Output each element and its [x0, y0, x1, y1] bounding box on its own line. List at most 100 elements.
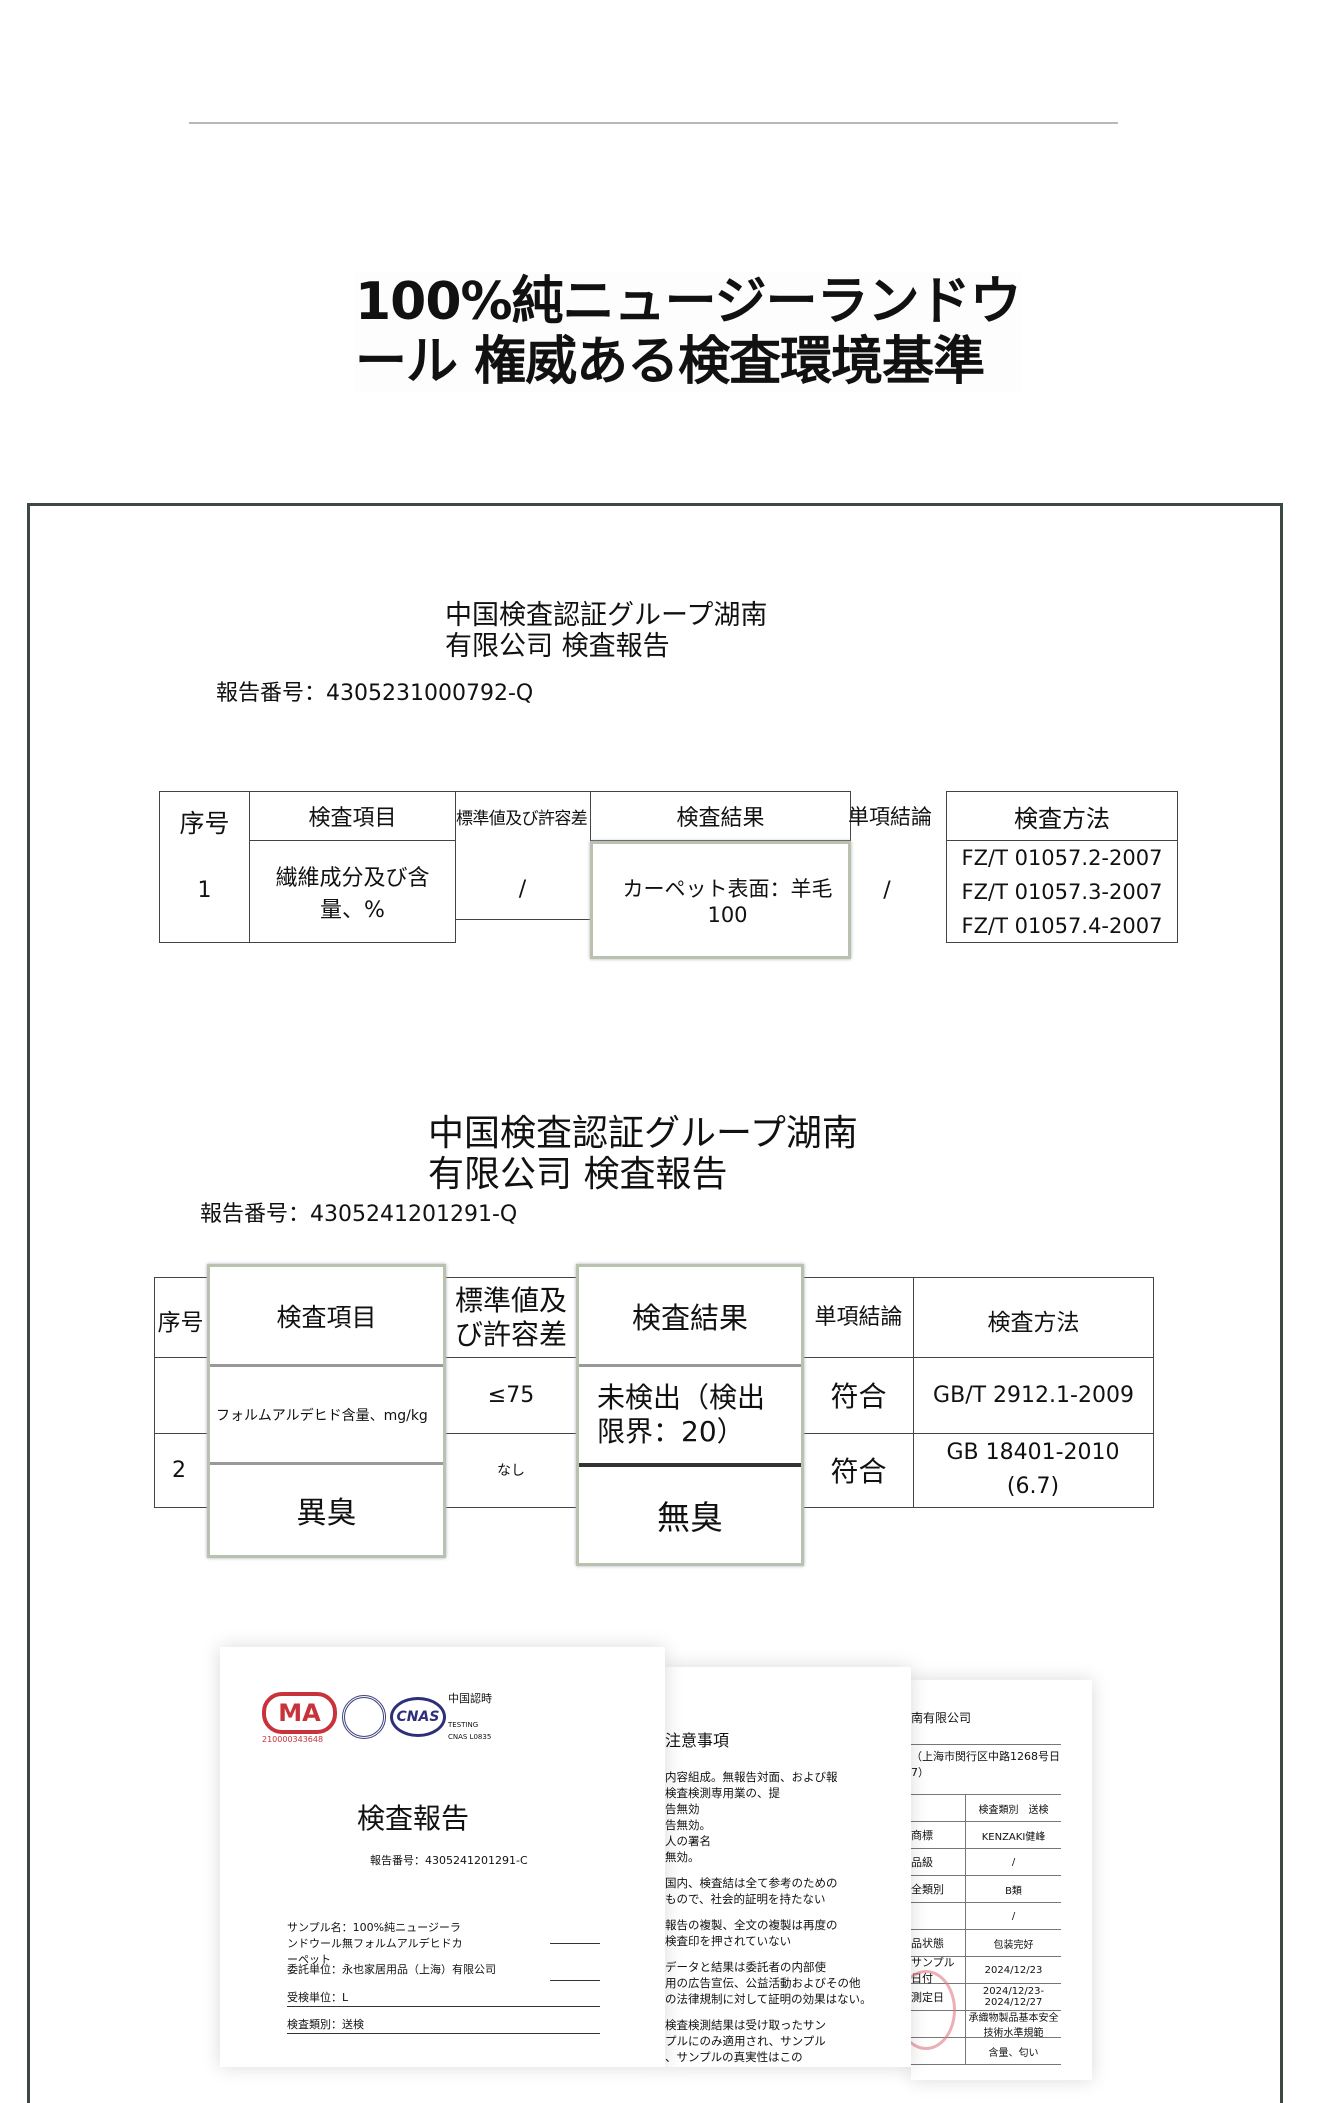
- row2-no: 2: [172, 1457, 186, 1483]
- note-line: 国内、検査結は全て参考のための: [665, 1876, 838, 1890]
- detail-value: KENZAKI健峰: [981, 1831, 1046, 1843]
- detail-label: 全類別: [911, 1876, 966, 1902]
- title-line: 100%純ニュージーランドウ: [355, 272, 1022, 332]
- row1-standard: ≤75: [487, 1382, 535, 1408]
- item-highlight-box: 検査項目 フォルムアルデヒド含量、mg/kg 異臭: [207, 1264, 446, 1558]
- cnas-caption: 中国認時 TESTING CNAS L0835: [448, 1693, 492, 1743]
- report2-company: 中国検査認証グループ湖南 有限公司 検査報告: [428, 1113, 858, 1195]
- detail-row: 商標 KENZAKI健峰: [911, 1822, 1061, 1849]
- cnas-number: CNAS L0835: [448, 1733, 492, 1741]
- field-inspection-type: 検査類別：送検: [287, 2017, 600, 2034]
- row-methods: FZ/T 01057.2-2007 FZ/T 01057.3-2007 FZ/T…: [946, 840, 1178, 943]
- notes-title: 注意事項: [665, 1731, 730, 1750]
- detail-label: [911, 1795, 966, 1821]
- result-highlight-box: カーペット表面：羊毛100: [590, 841, 851, 959]
- row1-method: GB/T 2912.1-2009: [933, 1382, 1134, 1408]
- note-line: 報告の複製、全文の複製は再度の: [665, 1918, 838, 1932]
- header-conclusion: 単項結論: [814, 1305, 903, 1330]
- header-item: 検査項目: [249, 791, 456, 841]
- detail-value: /: [1011, 1910, 1016, 1922]
- detail-row: 品級 /: [911, 1849, 1061, 1876]
- detail-label: 品級: [911, 1849, 966, 1875]
- detail-address: （上海市閔行区中路1268号日7）: [911, 1745, 1061, 1795]
- ilac-mra-logo-icon: [342, 1695, 386, 1739]
- header-method: 検査方法: [946, 791, 1178, 841]
- cnas-logo: CNAS: [390, 1697, 446, 1737]
- field-inspected-unit: 受検単位：L: [287, 1990, 600, 2007]
- result-highlight-box: 検査結果 未検出（検出限界：20） 無臭: [576, 1264, 804, 1566]
- note-line: 無効。: [665, 1850, 700, 1864]
- detail-value: 含量、匂い: [988, 2047, 1039, 2059]
- detail-value: B類: [1005, 1885, 1022, 1897]
- note-line: 用の広告宣伝、公益活動およびその他: [665, 1976, 861, 1990]
- header-standard: 標準値及び許容差: [456, 791, 590, 841]
- row-conclusion: /: [883, 877, 891, 903]
- title-line: ール 権威ある検査環境基準: [355, 332, 985, 392]
- detail-value: 2024/12/23-2024/12/27: [982, 1986, 1045, 2008]
- detail-row: /: [911, 1903, 1061, 1930]
- company-line: 中国検査認証グループ湖南: [445, 600, 768, 631]
- note-line: 検査検測結果は受け取ったサン: [665, 2018, 826, 2032]
- detail-label: 商標: [911, 1822, 966, 1848]
- detail-row: 検査類別 送検: [911, 1795, 1061, 1822]
- header-no: 序号: [157, 1310, 204, 1336]
- note-line: もので、社会的証明を持たない: [665, 1892, 826, 1906]
- note-line: 人の署名: [665, 1834, 711, 1848]
- detail-value: 承織物製品基本安全技術水準規範: [968, 2013, 1059, 2039]
- note-line: 告無効: [665, 1802, 700, 1816]
- field-sample-name: サンプル名：100%純ニュージーランドウール無フォルムアルデヒドカーペット: [287, 1921, 463, 1966]
- row-item: 繊維成分及び含量、%: [249, 840, 456, 943]
- detail-value: /: [1011, 1856, 1016, 1868]
- report2-number: 報告番号：4305241201291-Q: [200, 1202, 518, 1227]
- row2-item: 異臭: [296, 1496, 357, 1531]
- detail-value: 2024/12/23: [984, 1964, 1043, 1976]
- row1-item: フォルムアルデヒド含量、mg/kg: [210, 1367, 443, 1465]
- field-client: 委託単位：永也家居用品（上海）有限公司: [287, 1963, 496, 1976]
- report1-number: 報告番号：4305231000792-Q: [216, 681, 534, 706]
- note-line: プルにのみ適用され、サンプル: [665, 2034, 826, 2048]
- row1-conclusion: 符合: [830, 1380, 887, 1413]
- field-underline: [550, 1943, 600, 1944]
- report-frame: [27, 503, 1283, 2103]
- detail-value: 包装完好: [993, 1939, 1034, 1951]
- cover-title: 検査報告: [357, 1802, 470, 1835]
- detail-company: 南有限公司: [911, 1711, 972, 1725]
- detail-label: [911, 2011, 966, 2037]
- detail-row: 品状態 包装完好: [911, 1930, 1061, 1957]
- testing-text: TESTING: [448, 1721, 479, 1729]
- note-line: 告無効。: [665, 1818, 711, 1832]
- method: FZ/T 01057.3-2007: [961, 879, 1163, 904]
- detail-label: 品状態: [911, 1930, 966, 1956]
- note-line: 検査範囲内ではない。: [665, 2065, 911, 2067]
- row2-standard: なし: [497, 1463, 525, 1479]
- page-title: 100%純ニュージーランドウ ール 権威ある検査環境基準: [355, 272, 1022, 392]
- detail-row: 全類別 B類: [911, 1876, 1061, 1903]
- company-line: 有限公司 検査報告: [428, 1154, 728, 1195]
- note-line: 、サンプルの真実性はこの: [665, 2050, 803, 2064]
- cma-logo: MA: [262, 1692, 337, 1734]
- header-conclusion: 単項結論: [848, 805, 932, 829]
- note-line: 内容組成。無報告対面、および報: [665, 1770, 838, 1784]
- field-underline: [550, 1980, 600, 1981]
- note-line: の法律規制に対して証明の効果はない。: [665, 1992, 872, 2006]
- row1-result: 未検出（検出限界：20）: [579, 1367, 801, 1467]
- row2-conclusion: 符合: [830, 1455, 887, 1488]
- notes-document: 注意事項 内容組成。無報告対面、および報検査検測専用業の、提告無効告無効。人の署…: [665, 1667, 911, 2067]
- cover-document: MA 210000343648 CNAS 中国認時 TESTING CNAS L…: [220, 1647, 665, 2067]
- note-line: 検査印を押されていない: [665, 1934, 792, 1948]
- top-divider: [189, 122, 1118, 124]
- detail-value: 検査類別 送検: [978, 1804, 1049, 1816]
- cnas-text: CNAS: [396, 1709, 440, 1725]
- cover-report-number: 報告番号：4305241201291-C: [370, 1854, 528, 1867]
- company-line: 有限公司 検査報告: [445, 631, 670, 662]
- row2-method: GB 18401-2010 (6.7): [946, 1440, 1120, 1499]
- header-result: 検査結果: [579, 1267, 801, 1367]
- method: FZ/T 01057.2-2007: [961, 845, 1163, 870]
- method: FZ/T 01057.4-2007: [961, 913, 1163, 938]
- note-line: 検査検測専用業の、提: [665, 1786, 780, 1800]
- header-result: 検査結果: [590, 791, 851, 841]
- report1-company: 中国検査認証グループ湖南 有限公司 検査報告: [445, 600, 767, 662]
- col-line: [913, 1277, 914, 1508]
- header-no: 序号: [159, 791, 250, 943]
- header-standard: 標準値及び許容差: [454, 1284, 567, 1351]
